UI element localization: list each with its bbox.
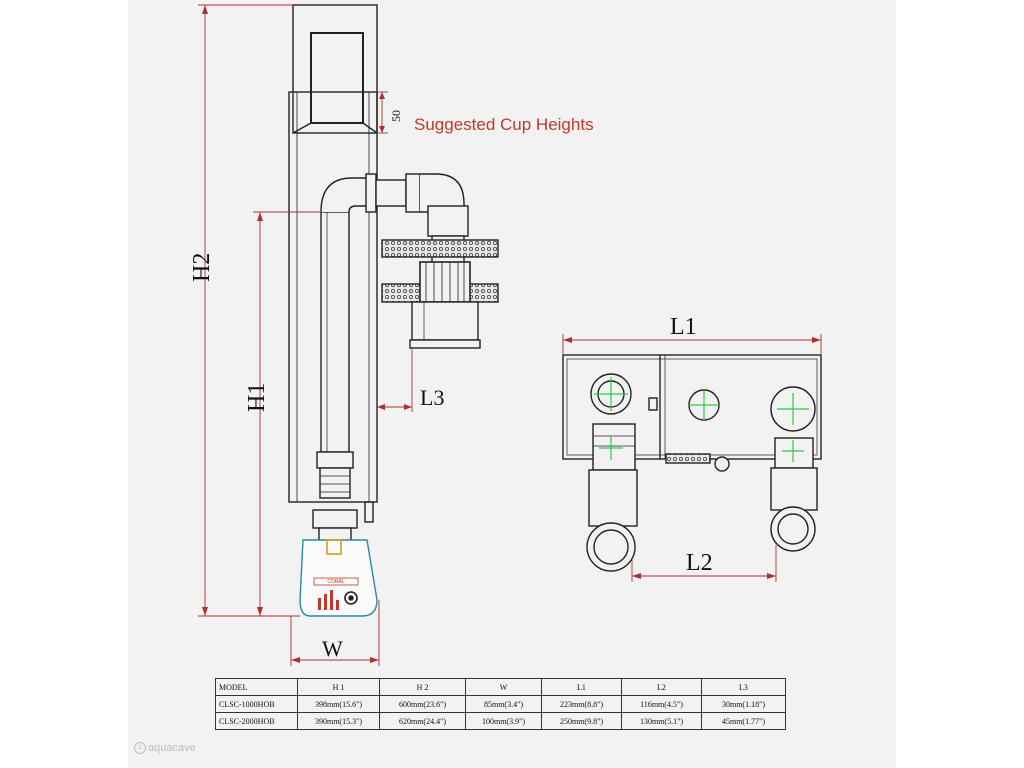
l2-label: L2 bbox=[686, 550, 713, 576]
table-cell: CLSC-2000HOB bbox=[215, 712, 298, 730]
table-cell: 116mm(4.5") bbox=[621, 695, 702, 713]
h1-label: H1 bbox=[244, 383, 270, 412]
table-cell: 620mm(24.4") bbox=[379, 712, 466, 730]
suggested-cup-heights-annotation: Suggested Cup Heights bbox=[414, 115, 594, 134]
riser-pipe bbox=[316, 177, 373, 499]
l1-label: L1 bbox=[670, 314, 697, 340]
table-cell: 600mm(23.6") bbox=[379, 695, 466, 713]
column-header: H 2 bbox=[379, 678, 466, 696]
l3-label: L3 bbox=[420, 385, 444, 410]
drawing-panel bbox=[128, 0, 896, 768]
table-cell: 130mm(5.1") bbox=[621, 712, 702, 730]
pump bbox=[299, 509, 378, 617]
column-header: H 1 bbox=[297, 678, 380, 696]
table-cell: 223mm(8.8") bbox=[541, 695, 622, 713]
column-header: MODEL bbox=[215, 678, 298, 696]
column-header: L1 bbox=[541, 678, 622, 696]
collection-cup bbox=[292, 4, 378, 134]
side-view bbox=[288, 4, 499, 617]
aquacave-watermark: c aquacave bbox=[134, 742, 196, 754]
right-outlet-pipe bbox=[770, 386, 818, 552]
column-header: L3 bbox=[701, 678, 786, 696]
spec-table-header-row: MODEL H 1 H 2 W L1 L2 L3 bbox=[215, 678, 786, 696]
hang-on-bracket bbox=[381, 239, 499, 349]
left-outlet-pipe bbox=[586, 373, 638, 572]
table-cell: CLSC-1000HOB bbox=[215, 695, 298, 713]
copyright-icon: c bbox=[134, 742, 146, 754]
table-cell: 85mm(3.4") bbox=[465, 695, 542, 713]
top-view bbox=[562, 354, 822, 572]
table-cell: 45mm(1.77") bbox=[701, 712, 786, 730]
table-row: CLSC-2000HOB 390mm(15.3") 620mm(24.4") 1… bbox=[215, 712, 786, 730]
side-dimension-lines bbox=[198, 4, 413, 666]
table-cell: 30mm(1.18") bbox=[701, 695, 786, 713]
port-crosshairs bbox=[594, 377, 809, 462]
w-label: W bbox=[322, 636, 343, 661]
table-row: CLSC-1000HOB 398mm(15.6") 600mm(23.6") 8… bbox=[215, 695, 786, 713]
skimmer-body bbox=[288, 91, 378, 523]
watermark-text: aquacave bbox=[148, 742, 196, 754]
table-cell: 398mm(15.6") bbox=[297, 695, 380, 713]
table-cell: 250mm(9.8") bbox=[541, 712, 622, 730]
column-header: L2 bbox=[621, 678, 702, 696]
h2-label: H2 bbox=[189, 253, 215, 282]
pump-brand-label: CORAL bbox=[327, 579, 344, 585]
table-cell: 100mm(3.9") bbox=[465, 712, 542, 730]
spec-table: MODEL H 1 H 2 W L1 L2 L3 CLSC-1000HOB 39… bbox=[215, 678, 786, 730]
cup-offset-label: 50 bbox=[389, 110, 403, 122]
column-header: W bbox=[465, 678, 542, 696]
top-dimension-lines bbox=[562, 334, 822, 582]
table-cell: 390mm(15.3") bbox=[297, 712, 380, 730]
